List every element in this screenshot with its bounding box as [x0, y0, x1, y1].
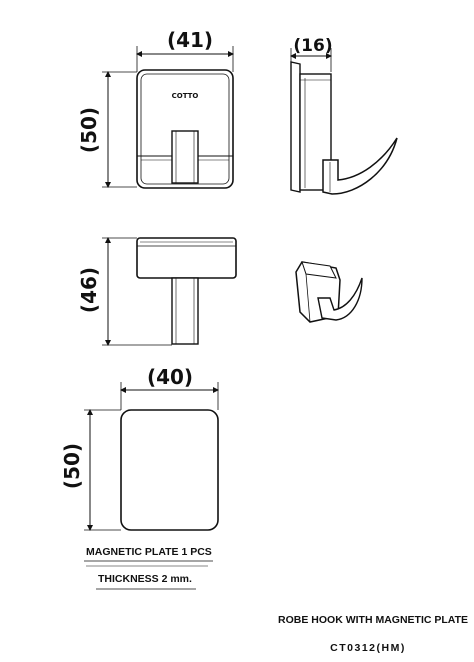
model-code: CT0312(HM): [330, 642, 406, 654]
front-height-label: (50): [77, 107, 101, 153]
magnetic-plate: [120, 409, 219, 531]
side-depth-label: (16): [293, 36, 332, 56]
front-view: (41) (50) COTTO: [77, 28, 234, 189]
side-view: (16): [290, 36, 398, 195]
top-view: (46): [77, 237, 237, 346]
front-width-label: (41): [167, 28, 213, 52]
product-name: ROBE HOOK WITH MAGNETIC PLATE: [278, 614, 468, 626]
plate-width-label: (40): [147, 365, 193, 389]
cotto-logo: COTTO: [172, 92, 199, 100]
isometric-hook: [317, 277, 363, 321]
side-hook: [322, 137, 398, 195]
notes: MAGNETIC PLATE 1 PCS THICKNESS 2 mm. ROB…: [84, 546, 468, 654]
plate-qty-note: MAGNETIC PLATE 1 PCS: [86, 546, 212, 558]
plate-view: (40) (50): [60, 365, 219, 531]
top-hook: [171, 277, 199, 345]
front-hook: [171, 130, 199, 184]
isometric-view: [295, 261, 363, 323]
thickness-note: THICKNESS 2 mm.: [98, 573, 192, 585]
plate-height-label: (50): [60, 443, 84, 489]
top-height-label: (46): [77, 267, 101, 313]
